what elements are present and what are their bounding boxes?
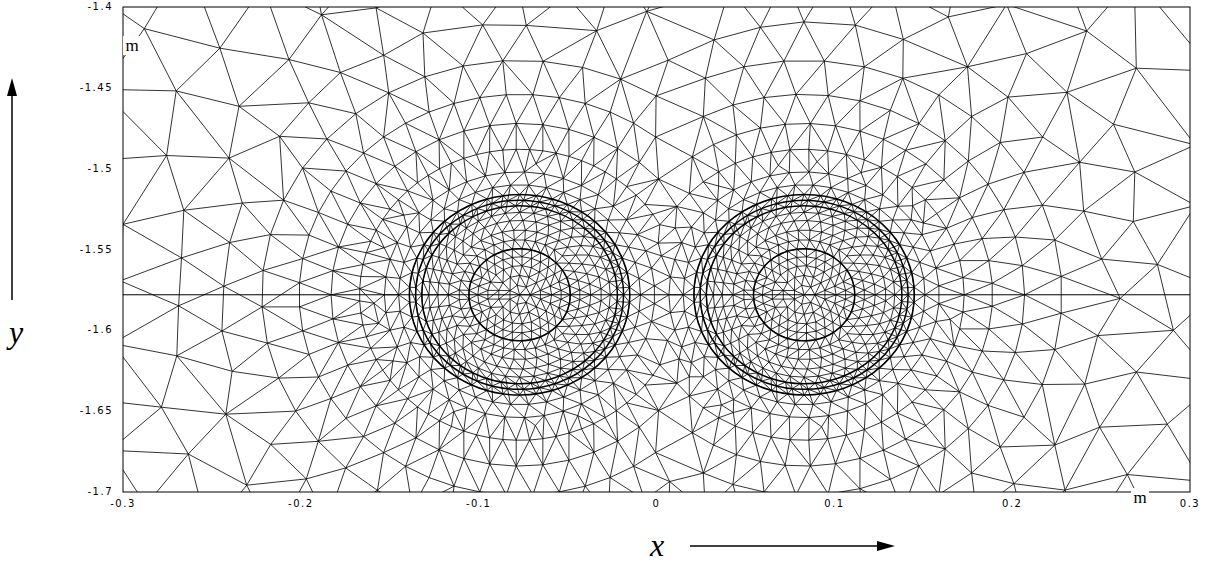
y-tick-label: -1.5 bbox=[87, 164, 113, 174]
y-tick-label: -1.55 bbox=[80, 245, 113, 255]
x-tick-label: -0.1 bbox=[466, 499, 492, 509]
unit-label: m bbox=[123, 36, 140, 55]
mesh-centre-line bbox=[123, 294, 1190, 295]
plot-frame bbox=[123, 7, 1190, 492]
axis-label: x bbox=[650, 529, 664, 561]
x-tick-label: -0.2 bbox=[288, 499, 314, 509]
y-tick-label: -1.7 bbox=[87, 487, 113, 497]
mesh-lines bbox=[123, 7, 1190, 492]
conductor-boundary bbox=[416, 200, 624, 389]
unit-label: m bbox=[1131, 488, 1148, 507]
y-tick-label: -1.4 bbox=[87, 2, 113, 12]
y-tick-label: -1.6 bbox=[87, 325, 113, 335]
x-axis-arrowhead bbox=[877, 541, 895, 551]
mesh-edges bbox=[123, 7, 1190, 492]
conductor-boundary bbox=[422, 206, 618, 384]
conductor-boundary bbox=[753, 249, 854, 341]
y-tick-label: -1.65 bbox=[80, 406, 113, 416]
x-tick-label: -0.3 bbox=[110, 499, 136, 509]
x-tick-label: 0 bbox=[653, 499, 661, 509]
y-tick-label: -1.45 bbox=[80, 83, 113, 93]
conductor-boundary bbox=[409, 195, 630, 395]
conductor-boundary bbox=[700, 200, 908, 389]
x-tick-label: 0.3 bbox=[1180, 499, 1200, 509]
y-axis-arrowhead bbox=[7, 78, 17, 96]
conductor-boundary bbox=[694, 195, 915, 395]
x-tick-label: 0.1 bbox=[824, 499, 844, 509]
axis-label: y bbox=[9, 316, 23, 348]
x-axis-arrow bbox=[690, 545, 880, 547]
conductor-boundary bbox=[469, 249, 570, 341]
conductor-boundary bbox=[706, 206, 902, 384]
x-tick-label: 0.2 bbox=[1002, 499, 1022, 509]
y-axis-arrow bbox=[11, 92, 13, 300]
